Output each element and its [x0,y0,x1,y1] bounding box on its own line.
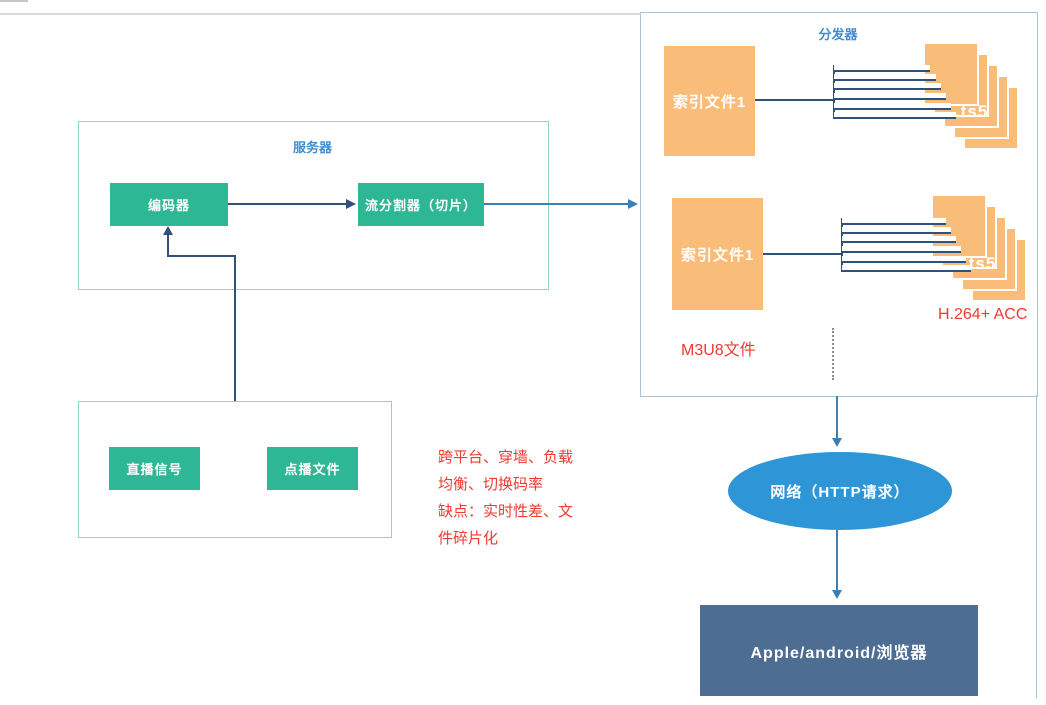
ellipsis-dots [832,328,834,380]
segment-line [842,265,971,272]
index-file-node-1: 索引文件1 [664,46,755,156]
connector-index2-line [763,253,842,255]
segment-line [834,112,956,119]
segment-line [834,65,930,72]
annotation-line-3: 缺点：实时性差、文 [438,503,574,520]
arrow-distributor-to-network-line [836,396,838,438]
live-signal-node: 直播信号 [109,447,200,490]
encoder-node: 编码器 [110,183,228,226]
arrow-encoder-to-splitter-head [346,199,356,209]
arrow-network-to-client-head [832,590,842,599]
pros-cons-annotation: 跨平台、穿墙、负载 均衡、切换码率 缺点：实时性差、文 件碎片化 [438,444,573,552]
splitter-node: 流分割器（切片） [358,183,484,226]
vod-file-node: 点播文件 [267,447,358,490]
connector-index1-line [755,99,833,101]
connector-index1-spine [833,65,835,119]
connector-index2-spine [841,218,843,272]
annotation-line-1: 跨平台、穿墙、负载 [438,449,574,466]
top-divider-line [0,13,640,15]
annotation-line-2: 均衡、切换码率 [438,476,544,493]
segment-line [834,93,946,100]
segment-line [834,83,941,90]
ts-stack-label-1: .ts5 [955,102,989,121]
top-left-tick [0,0,28,2]
segment-line [842,256,966,263]
right-edge-line [1036,395,1037,698]
segment-line [842,246,961,253]
server-group-title: 服务器 [292,140,332,155]
segment-line [834,103,951,110]
codec-label: H.264+ ACC [938,306,1028,323]
annotation-line-4: 件碎片化 [438,530,499,547]
segment-line [842,236,956,243]
network-ellipse: 网络（HTTP请求） [728,452,952,530]
arrow-source-to-encoder-riser [167,234,169,257]
arrow-source-to-encoder-head [163,226,173,235]
index-file-node-2: 索引文件1 [672,198,763,310]
arrow-network-to-client-line [836,530,838,590]
arrow-source-to-encoder-horizontal [168,255,236,257]
client-node: Apple/android/浏览器 [700,605,978,696]
distributor-group-title: 分发器 [818,27,858,42]
segment-line [842,218,946,225]
m3u8-label: M3U8文件 [681,342,756,359]
ts-stack-label-2: .ts5 [963,254,997,273]
arrow-splitter-to-distributor-head [628,199,638,209]
arrow-splitter-to-distributor-line [484,203,628,205]
segment-line [834,74,936,81]
server-group-box [78,121,549,290]
arrow-distributor-to-network-head [832,438,842,447]
segment-line [842,227,951,234]
source-group-box [78,401,392,538]
arrow-encoder-to-splitter-line [228,203,346,205]
distributor-group-box [640,12,1038,397]
arrow-source-to-encoder-vertical [234,255,236,401]
